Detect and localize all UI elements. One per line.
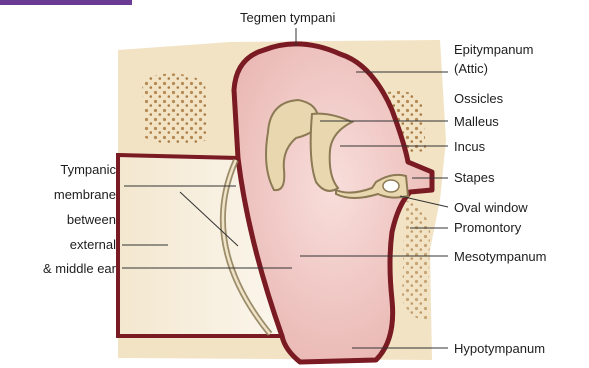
label-epitympanum: Epitympanum <box>454 42 533 57</box>
label-malleus: Malleus <box>454 114 499 129</box>
label-tympanic: Tympanic <box>60 162 116 177</box>
label-mesotympanum: Mesotympanum <box>454 249 546 264</box>
label-incus: Incus <box>454 139 485 154</box>
label-middle-ear: & middle ear <box>43 261 116 276</box>
label-ossicles: Ossicles <box>454 91 503 106</box>
label-hypotympanum: Hypotympanum <box>454 341 545 356</box>
label-stapes: Stapes <box>454 170 494 185</box>
label-between: between <box>67 212 116 227</box>
spongy-bone-lower <box>402 200 430 320</box>
label-external: external <box>70 237 116 252</box>
label-membrane: membrane <box>54 187 116 202</box>
spongy-bone-left <box>142 73 208 144</box>
label-attic: (Attic) <box>454 61 488 76</box>
label-tegmen-tympani: Tegmen tympani <box>240 10 335 25</box>
label-oval-window: Oval window <box>454 200 528 215</box>
label-promontory: Promontory <box>454 220 521 235</box>
